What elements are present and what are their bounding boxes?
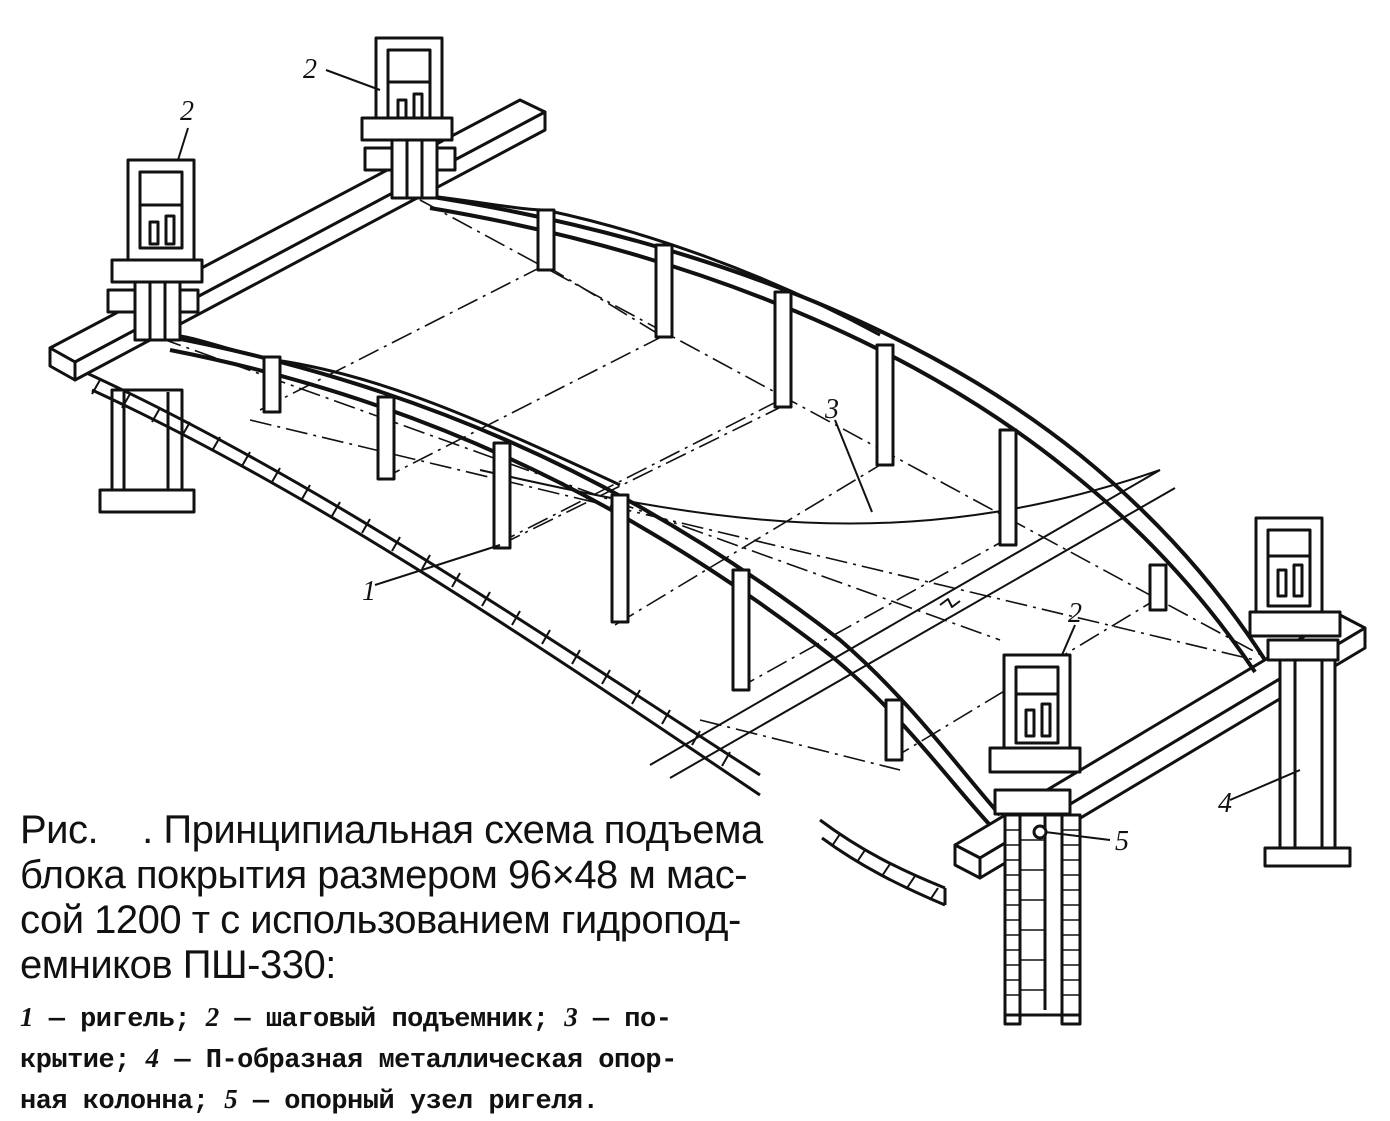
- callout-lift-front-right: 2: [1068, 598, 1082, 629]
- near-truss: [159, 332, 1002, 827]
- left-support-column: [98, 388, 196, 514]
- legend-item-1-text: — ригель;: [33, 1005, 206, 1035]
- caption-line-4: емников ПШ-330:: [20, 943, 336, 987]
- caption-title-part-1: . Принципиальная схема подъема: [142, 808, 763, 852]
- lift-front-center: [988, 653, 1082, 1026]
- grid-axes: [159, 199, 1271, 771]
- callout-leaders: [177, 69, 1301, 841]
- roof-slab: [79, 368, 1161, 907]
- figure-caption: Рис. . Принципиальная схема подъема блока…: [20, 808, 820, 988]
- legend-line-2: крытие; 4 — П-образная металлическая опо…: [20, 1039, 820, 1080]
- callout-column: 4: [1218, 788, 1232, 819]
- legend-item-5-number: 5: [224, 1084, 238, 1114]
- legend-item-3-text-b: крытие;: [20, 1046, 146, 1076]
- lift-rear-center: [360, 36, 457, 200]
- far-truss: [419, 193, 1267, 674]
- lift-rear-left: [106, 158, 204, 342]
- caption-line-3: сой 1200 т с использованием гидропод‑: [20, 898, 741, 942]
- legend-item-2-text: — шаговый подъемник;: [218, 1005, 565, 1035]
- legend-item-4-number: 4: [145, 1043, 160, 1073]
- figure-label: Рис.: [20, 808, 99, 852]
- legend-line-1: 1 — ригель; 2 — шаговый подъемник; 3 — п…: [20, 998, 820, 1039]
- rear-beam: [48, 98, 547, 382]
- legend-item-3-text-a: — по-: [577, 1005, 672, 1035]
- figure-legend: 1 — ригель; 2 — шаговый подъемник; 3 — п…: [20, 998, 820, 1121]
- caption-line-1: Рис. . Принципиальная схема подъема: [20, 808, 820, 853]
- callout-lift-rear-left: 2: [180, 96, 194, 127]
- legend-item-3-number: 3: [564, 1002, 578, 1032]
- caption-line-2: блока покрытия размером 96×48 м мас-: [20, 853, 748, 897]
- legend-item-5-text: — опорный узел ригеля.: [237, 1087, 599, 1117]
- lift-front-right: [1248, 516, 1342, 662]
- legend-item-1-number: 1: [20, 1002, 34, 1032]
- callout-roof: 3: [824, 394, 839, 425]
- legend-item-4-text-b: ная колонна;: [20, 1087, 225, 1117]
- legend-item-4-text-a: — П-образная металлическая опор-: [158, 1046, 677, 1076]
- callout-support-node: 5: [1115, 826, 1129, 857]
- front-right-column: [1263, 658, 1352, 868]
- legend-line-3: ная колонна; 5 — опорный узел ригеля.: [20, 1080, 820, 1121]
- legend-item-2-number: 2: [205, 1002, 220, 1032]
- callout-beam: 1: [362, 576, 376, 607]
- callout-lift-rear-center: 2: [303, 54, 317, 85]
